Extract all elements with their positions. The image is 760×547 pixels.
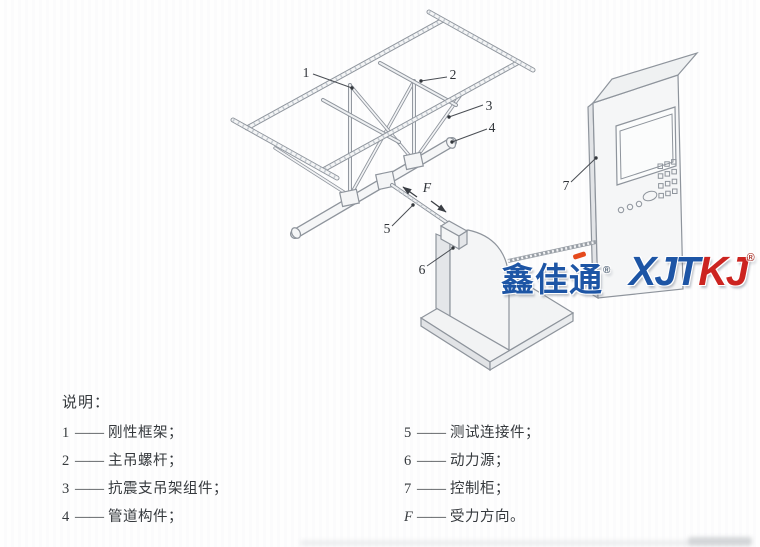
pipe-member	[290, 137, 457, 239]
legend-dash: ——	[75, 453, 104, 469]
legend-dash: ——	[417, 481, 446, 497]
power-source-actuator	[419, 220, 575, 372]
cabinet-screen	[615, 106, 677, 186]
legend-dash: ——	[75, 509, 104, 525]
legend-term: 刚性框架；	[108, 425, 183, 441]
legend-key: 2	[62, 453, 70, 469]
legend-item-1: 1 ——刚性框架；	[62, 421, 183, 442]
legend-key: 6	[404, 453, 412, 469]
legend-dash: ——	[75, 481, 104, 497]
connection-cable	[507, 240, 597, 263]
registered-mark-icon: ®	[746, 252, 755, 264]
watermark-xinjiatong-logo: 鑫佳通®	[501, 253, 610, 301]
cabinet-dial	[642, 190, 658, 202]
legend-term: 受力方向。	[450, 509, 525, 525]
registered-mark-icon: ®	[603, 265, 611, 276]
legend-item-2: 2 ——主吊螺杆；	[62, 449, 183, 470]
legend-key: 1	[62, 425, 70, 441]
callout-5: 5	[384, 221, 391, 236]
legend-key: 4	[62, 509, 70, 525]
rigid-frame	[230, 9, 536, 181]
legend-key: 7	[404, 481, 412, 497]
callout-6: 6	[419, 262, 426, 277]
legend-key: F	[404, 509, 414, 525]
cabinet-keypad	[657, 159, 678, 199]
callout-3: 3	[486, 98, 493, 113]
callout-leaders	[312, 73, 598, 267]
control-cabinet	[587, 51, 699, 300]
legend-title: 说明：	[62, 395, 111, 411]
watermark-xjtkj-logo: XJTKJ®	[629, 248, 755, 295]
callout-F: F	[422, 180, 432, 195]
legend-item-5: 5 ——测试连接件；	[404, 421, 540, 442]
callout-7: 7	[563, 178, 570, 193]
legend-term: 管道构件；	[108, 509, 183, 525]
watermark-latin-red: KJ	[698, 248, 748, 294]
legend-term: 动力源；	[450, 453, 510, 469]
watermark-cjk-text: 鑫佳通	[501, 261, 603, 298]
legend-item-3: 3 ——抗震支吊架组件；	[62, 477, 228, 498]
callout-1: 1	[303, 65, 310, 80]
legend-dash: ——	[417, 453, 446, 469]
legend-term: 抗震支吊架组件；	[108, 481, 228, 497]
legend-dash: ——	[417, 509, 446, 525]
cabinet-buttons	[617, 200, 643, 214]
callout-2: 2	[450, 67, 457, 82]
legend-dash: ——	[75, 425, 104, 441]
legend-key: 3	[62, 481, 70, 497]
callout-4: 4	[489, 120, 496, 135]
cutoff-print-smudge	[688, 537, 752, 546]
legend-item-7: 7 ——控制柜；	[404, 477, 510, 498]
legend-term: 主吊螺杆；	[108, 453, 183, 469]
cutoff-print-smudge	[300, 540, 690, 546]
legend-term: 测试连接件；	[450, 425, 540, 441]
watermark-latin-blue: XJT	[629, 248, 700, 294]
legend-dash: ——	[417, 425, 446, 441]
test-connector-rod	[390, 183, 448, 224]
hanger-rods	[348, 79, 416, 198]
legend-key: 5	[404, 425, 412, 441]
legend-item-4: 4 ——管道构件；	[62, 505, 183, 526]
legend-item-6: 6 ——动力源；	[404, 449, 510, 470]
legend-item-F: F——受力方向。	[404, 505, 525, 526]
legend-term: 控制柜；	[450, 481, 510, 497]
force-arrows	[402, 186, 447, 213]
